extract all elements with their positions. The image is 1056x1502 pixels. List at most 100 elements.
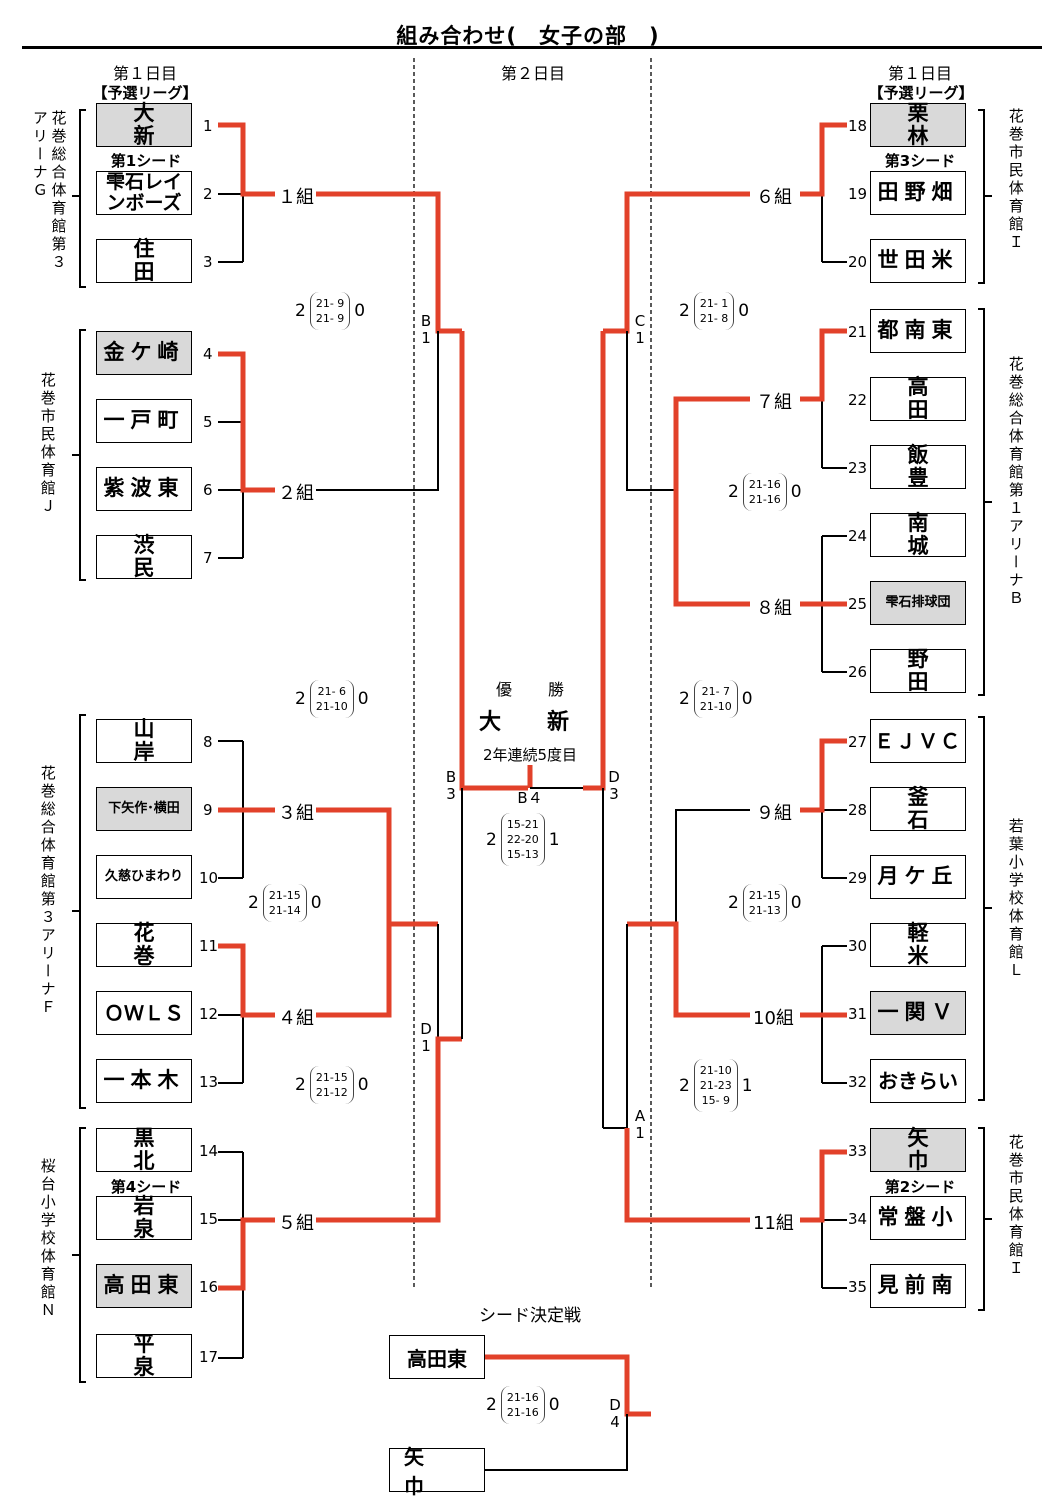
group-label-6: ６組 <box>754 183 794 209</box>
team-right-25: 雫石排球団 <box>870 581 966 625</box>
team-number: 12 <box>199 1005 219 1023</box>
group-label-8: ８組 <box>754 594 794 620</box>
seed-match-team-1: 高田東 <box>389 1335 485 1379</box>
winner-line <box>218 1217 275 1291</box>
bracket-line <box>821 741 847 879</box>
venue-bracket <box>978 716 985 1101</box>
match-label-b4: B４ <box>517 789 543 807</box>
group-label-3: ３組 <box>276 799 316 825</box>
champion-name: 大 新 <box>478 710 581 735</box>
team-number: 10 <box>199 869 219 887</box>
day-right: 第１日目 <box>887 64 952 83</box>
winner-line <box>316 807 438 927</box>
team-number: 20 <box>848 253 868 271</box>
bracket-line <box>218 353 244 559</box>
group-label-5: ５組 <box>276 1209 316 1235</box>
venue-bracket <box>79 1127 86 1383</box>
team-number: 23 <box>848 459 868 477</box>
team-number: 25 <box>848 595 868 613</box>
venue-bracket <box>79 714 86 1109</box>
winner-line <box>800 738 847 813</box>
page-title: 組み合わせ( 女子の部 ) <box>396 24 660 48</box>
team-left-17: 平 泉 <box>96 1332 198 1379</box>
team-number: 35 <box>848 1278 868 1296</box>
group-label-4: ４組 <box>276 1004 316 1030</box>
venue-bracket <box>978 308 985 696</box>
seed-label: 第2シード <box>884 1178 956 1196</box>
league-right: 【予選リーグ】 <box>868 84 974 102</box>
winner-line <box>800 122 847 197</box>
day-left: 第１日目 <box>112 64 177 83</box>
group-label-7: ７組 <box>754 388 794 414</box>
team-left-8: 山 岸 <box>96 717 198 764</box>
team-right-26: 野 田 <box>870 647 972 694</box>
team-right-20: 世田米 <box>870 239 966 283</box>
winner-line <box>218 122 275 197</box>
team-right-23: 飯 豊 <box>870 443 972 490</box>
winner-line <box>316 1036 462 1223</box>
team-number: 31 <box>848 1005 868 1023</box>
seed-match-team-2: 矢 巾 <box>389 1445 485 1498</box>
group-label-2: ２組 <box>276 479 316 505</box>
team-right-24: 南 城 <box>870 511 972 558</box>
venue-label: 桜台小学校体育館Ｎ <box>38 1158 57 1320</box>
team-left-5: 一戸町 <box>96 399 192 443</box>
team-right-21: 都南東 <box>870 309 966 353</box>
venue-label: 花巻総合体育館第１アリーナＢ <box>1006 356 1025 608</box>
team-number: 34 <box>848 1210 868 1228</box>
venue-bracket <box>79 109 86 288</box>
team-right-29: 月ケ丘 <box>870 855 966 899</box>
winner-line <box>627 921 750 1018</box>
venue-label: 若葉小学校体育館Ｌ <box>1006 818 1025 980</box>
team-left-15: 岩 泉 <box>96 1194 198 1241</box>
team-number: 21 <box>848 323 868 341</box>
team-number: 14 <box>199 1142 219 1160</box>
venue-label: 花巻市民体育館Ｉ <box>1006 108 1025 252</box>
team-number: 22 <box>848 391 868 409</box>
team-left-1: 大 新 <box>96 101 198 148</box>
team-right-33: 矢 巾 <box>870 1126 972 1173</box>
team-number: 16 <box>199 1278 219 1296</box>
team-left-6: 紫波東 <box>96 467 192 511</box>
team-left-7: 渋 民 <box>96 533 198 580</box>
team-left-11: 花 巻 <box>96 921 198 968</box>
team-right-35: 見前南 <box>870 1264 966 1308</box>
venue-bracket <box>79 329 86 581</box>
winner-line <box>673 396 750 607</box>
team-number: 27 <box>848 733 868 751</box>
bracket-line <box>485 1414 628 1471</box>
team-right-27: ＥＪＶＣ <box>870 719 966 763</box>
seed-label: 第3シード <box>884 152 956 170</box>
venue-bracket <box>978 1127 985 1311</box>
seed-label: 第1シード <box>110 152 182 170</box>
winner-line <box>218 943 275 1018</box>
team-number: 17 <box>199 1348 219 1366</box>
team-number: 30 <box>848 937 868 955</box>
group-label-10: 10組 <box>751 1004 796 1030</box>
team-number: 15 <box>199 1210 219 1228</box>
team-number: 6 <box>203 481 213 499</box>
day-mid: 第２日目 <box>500 64 565 83</box>
champion-note: 2年連続5度目 <box>482 746 578 764</box>
bracket-line <box>821 1152 847 1289</box>
team-left-9: 下矢作･横田 <box>96 787 192 831</box>
bracket-line <box>316 331 439 491</box>
winner-line <box>800 328 847 402</box>
team-left-14: 黒 北 <box>96 1126 198 1173</box>
team-right-28: 釜 石 <box>870 785 972 832</box>
league-left: 【予選リーグ】 <box>92 84 198 102</box>
venue-label: 花巻総合体育館第３アリーナＧ <box>30 110 68 272</box>
